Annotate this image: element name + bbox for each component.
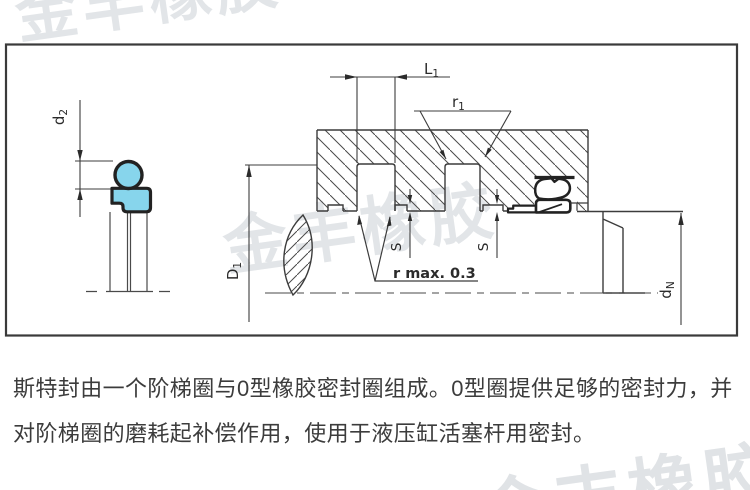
arrow-down-icon <box>494 195 500 204</box>
arrow-icon <box>357 215 362 225</box>
label-r-max: r max. 0.3 <box>393 266 476 282</box>
arrow-right-icon <box>345 74 357 80</box>
dimension-S-right: S <box>476 189 500 258</box>
dimension-S-left: S <box>389 189 413 258</box>
label-dN: dN <box>657 281 677 298</box>
rod-break-section <box>283 213 313 297</box>
housing-outline <box>316 129 683 213</box>
label-s-right: S <box>476 243 492 252</box>
label-D1: D1 <box>224 262 244 280</box>
label-L1: L1 <box>424 60 439 80</box>
seal-cross-section-figure: d2 <box>50 100 170 293</box>
dimension-d2: d2 <box>50 100 113 217</box>
arrow-up-icon <box>407 212 413 221</box>
arrow-icon <box>439 149 446 159</box>
rod-lines <box>109 212 148 292</box>
o-ring-cross-section <box>113 159 144 191</box>
arrow-down-icon <box>77 150 83 161</box>
installation-figure: L1 r1 D1 S <box>224 60 684 325</box>
installed-seal <box>506 175 588 214</box>
dimension-dN: dN <box>657 213 684 325</box>
description-line-2: 对阶梯圈的磨耗起补偿作用，使用于液压缸活塞杆用密封。 <box>13 421 596 446</box>
arrow-icon <box>485 147 492 157</box>
seal-o-ring-compressed <box>533 177 572 201</box>
seal-heel <box>506 204 538 214</box>
description-line-1: 斯特封由一个阶梯圈与0型橡胶密封圈组成。0型圈提供足够的密封力，并 <box>13 376 733 401</box>
dimension-D1: D1 <box>224 164 317 322</box>
arrow-up-icon <box>678 213 684 225</box>
arrow-left-icon <box>395 74 407 80</box>
seal-step-edge <box>539 203 563 213</box>
housing-hatch <box>317 130 588 211</box>
step-ring-cross-section <box>110 186 153 214</box>
arrow-up-icon <box>494 212 500 221</box>
label-r1: r1 <box>452 93 465 113</box>
dimension-L1: L1 <box>330 60 450 163</box>
label-d2: d2 <box>50 109 70 125</box>
arrow-icon <box>386 216 392 227</box>
arrow-up-icon <box>77 189 83 200</box>
label-s-left: S <box>389 243 405 252</box>
callout-r-max: r max. 0.3 <box>357 215 478 282</box>
description-text: 斯特封由一个阶梯圈与0型橡胶密封圈组成。0型圈提供足够的密封力，并 对阶梯圈的磨… <box>13 366 743 456</box>
drawing-frame <box>4 43 739 337</box>
arrow-up-icon <box>246 165 252 177</box>
seal-step-ring <box>534 198 572 214</box>
callout-r1: r1 <box>414 93 512 160</box>
rod-end <box>602 212 645 294</box>
seal-side-gap <box>570 202 588 211</box>
arrow-down-icon <box>407 195 413 204</box>
